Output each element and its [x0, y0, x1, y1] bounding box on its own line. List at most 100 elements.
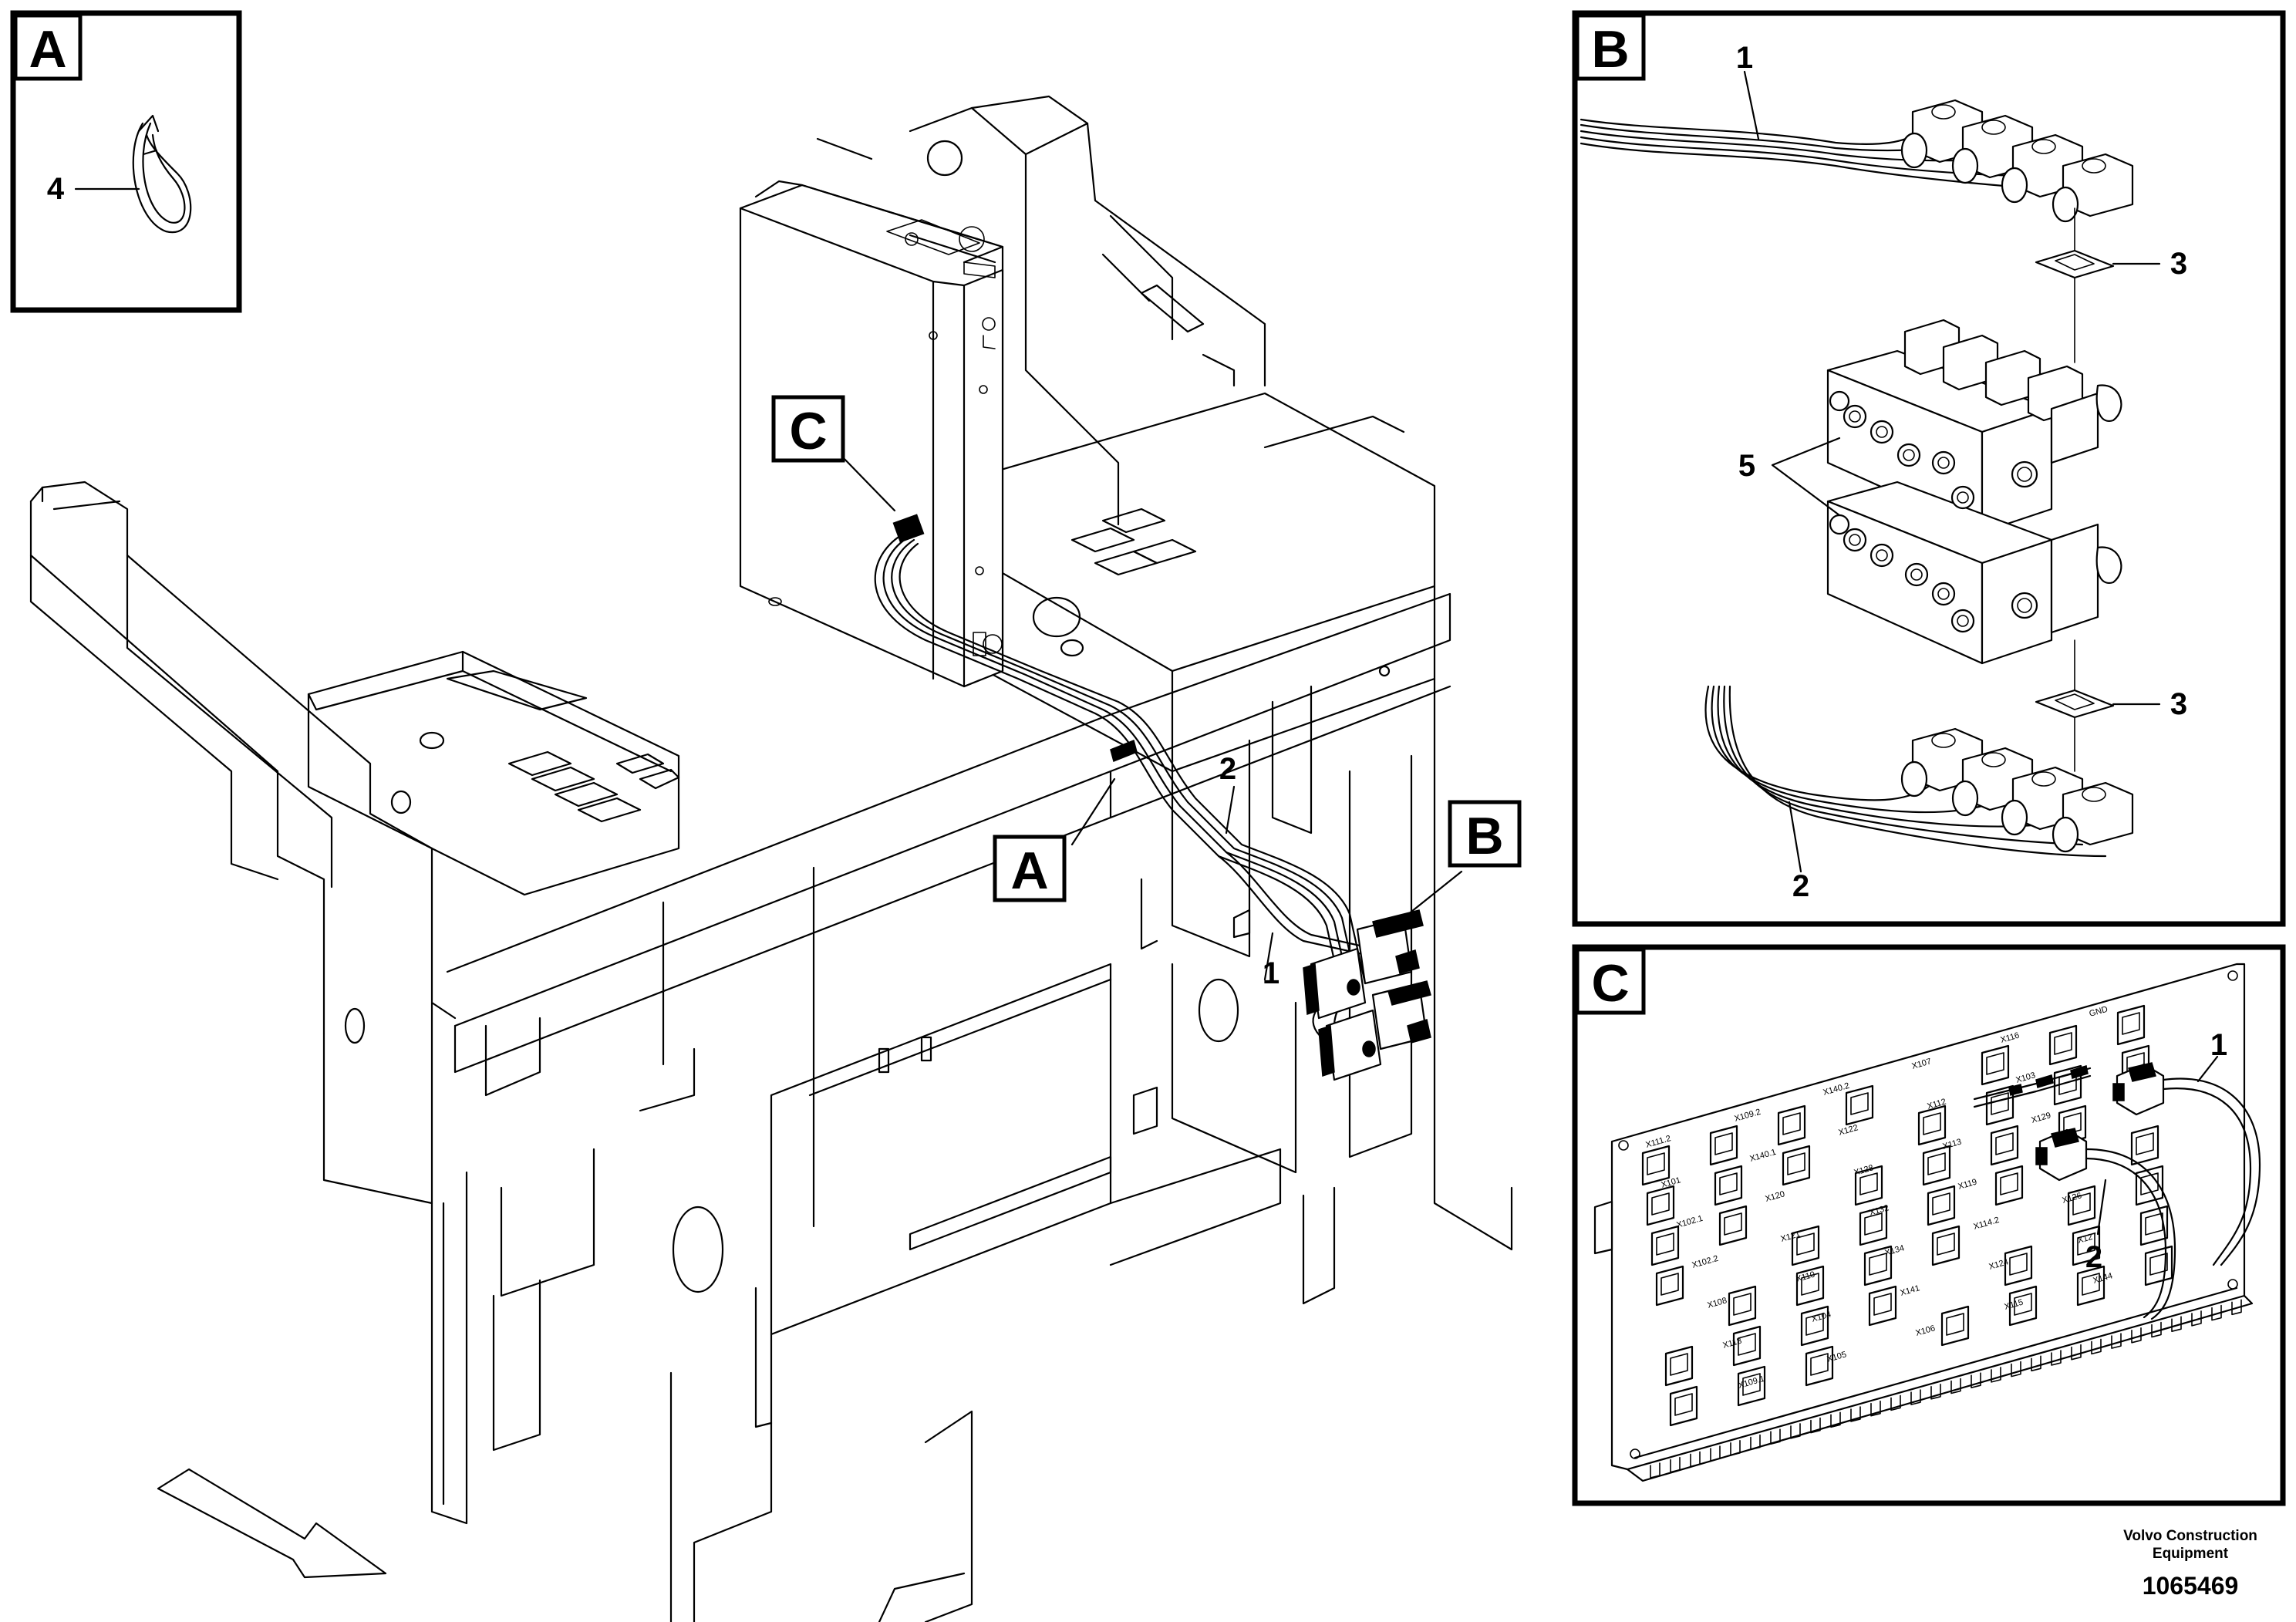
board-connector-pins — [1651, 1192, 1670, 1216]
svg-text:A: A — [29, 20, 66, 79]
board-connector-pins — [1738, 1333, 1756, 1356]
control-unit-box — [739, 137, 1004, 688]
board-connector-pins — [1742, 1373, 1761, 1396]
item-number-3-upper: 3 — [2170, 247, 2187, 281]
board-connector — [1859, 1205, 1888, 1246]
detail-a-frame: A — [10, 10, 242, 313]
board-connector-pins — [1995, 1132, 2014, 1155]
board-comb-tooth — [2231, 1299, 2242, 1316]
board-comb-tooth — [2091, 1338, 2102, 1355]
board-connector — [1650, 1225, 1680, 1266]
board-comb-tooth — [1830, 1411, 1841, 1428]
board-connector-pins — [1660, 1273, 1679, 1296]
wire-harness-main — [874, 514, 1431, 1081]
board-comb-tooth — [1950, 1378, 1961, 1394]
board-connector — [1777, 1104, 1806, 1146]
board-connector-pins — [2072, 1192, 2091, 1216]
board-connector — [2135, 1165, 2164, 1206]
board-connector-pins — [1796, 1233, 1815, 1256]
board-connector-pins — [1714, 1132, 1733, 1155]
detail-b-frame: B — [1572, 10, 2286, 927]
board-comb-tooth — [1991, 1367, 2001, 1383]
board-connector-pins — [1670, 1353, 1688, 1376]
board-comb-tooth — [2071, 1344, 2082, 1361]
board-connector — [1782, 1145, 1811, 1186]
board-connector — [1854, 1165, 1883, 1206]
board-connector-pins — [1719, 1172, 1738, 1195]
board-connector-pins — [2122, 1012, 2140, 1035]
svg-text:A: A — [1010, 841, 1048, 900]
board-comb-tooth — [1850, 1406, 1861, 1422]
board-connector-pins — [1805, 1313, 1824, 1336]
board-connector — [2130, 1125, 2159, 1166]
board-connector — [1732, 1325, 1762, 1367]
board-comb-tooth — [2211, 1304, 2222, 1321]
board-comb-tooth — [1690, 1451, 1701, 1468]
board-connector — [1791, 1225, 1820, 1266]
board-connector — [1985, 1084, 2014, 1126]
board-connector-pins — [1801, 1273, 1819, 1296]
board-connector-pins — [1986, 1052, 2004, 1075]
board-connector-pins — [1864, 1212, 1883, 1236]
board-connector-pins — [1991, 1092, 2009, 1115]
board-connector — [1927, 1185, 1956, 1226]
item-number-2-main: 2 — [1219, 752, 1236, 786]
svg-text:B: B — [1465, 807, 1503, 865]
board-comb-tooth — [2131, 1327, 2142, 1344]
board-connector-pins — [2140, 1172, 2159, 1195]
board-connector-pins — [2014, 1293, 2032, 1316]
board-connector-pins — [2054, 1032, 2072, 1055]
board-connector-pins — [1859, 1172, 1878, 1195]
board-comb-tooth — [2111, 1333, 2122, 1349]
board-comb-tooth — [2151, 1321, 2162, 1338]
board-connector — [2008, 1285, 2038, 1327]
board-connector — [1709, 1125, 1738, 1166]
board-connector — [1714, 1165, 1743, 1206]
cable-tie-icon — [132, 114, 192, 234]
detail-c-frame: C — [1572, 944, 2286, 1506]
board-connector — [1646, 1185, 1675, 1226]
svg-text:B: B — [1591, 20, 1629, 79]
callout-a: A — [993, 835, 1067, 902]
board-connector-pins — [2000, 1172, 2018, 1195]
svg-text:C: C — [789, 402, 827, 460]
board-comb-tooth — [2011, 1361, 2021, 1378]
board-connector — [1868, 1285, 1897, 1327]
board-connector — [1845, 1084, 1874, 1126]
detail-c-harness — [1973, 1062, 2261, 1320]
board-comb-tooth — [1790, 1423, 1801, 1439]
board-connector-pins — [1733, 1293, 1752, 1316]
board-connector-pins — [1927, 1152, 1946, 1175]
board-comb-tooth — [2191, 1310, 2202, 1327]
board-connector — [2116, 1004, 2146, 1046]
direction-arrow — [157, 1468, 387, 1579]
board-connector — [1981, 1044, 2010, 1086]
machine-frame — [29, 95, 1513, 1622]
board-connector — [1917, 1104, 1947, 1146]
board-comb-tooth — [1930, 1384, 1941, 1400]
brand-line-2: Equipment — [2152, 1546, 2229, 1562]
board-connector — [2048, 1024, 2078, 1066]
board-connector — [1655, 1265, 1684, 1307]
board-connector — [1641, 1145, 1671, 1186]
main-leaders — [839, 454, 1463, 981]
callout-c: C — [771, 395, 845, 463]
board-connector-pins — [1932, 1192, 1950, 1216]
board-connector-pins — [1937, 1233, 1955, 1256]
svg-text:C: C — [1591, 954, 1629, 1013]
board-comb-tooth — [2031, 1355, 2041, 1372]
solenoid-connectors-upper — [1900, 99, 2134, 223]
harness-2-wires-detail-b — [1704, 685, 2107, 858]
board-comb-tooth — [1710, 1445, 1721, 1462]
board-connector-pins — [1850, 1092, 1869, 1115]
board-comb-tooth — [1650, 1462, 1660, 1479]
board-connector-pins — [1810, 1353, 1829, 1376]
board-comb-tooth — [1770, 1428, 1781, 1445]
board-connector-pins — [1724, 1212, 1742, 1236]
board-comb-tooth — [2171, 1316, 2182, 1332]
board-connector-pins — [2149, 1253, 2168, 1276]
board-connector — [1994, 1165, 2024, 1206]
board-connector-pins — [2082, 1273, 2100, 1296]
callout-b: B — [1448, 800, 1522, 868]
